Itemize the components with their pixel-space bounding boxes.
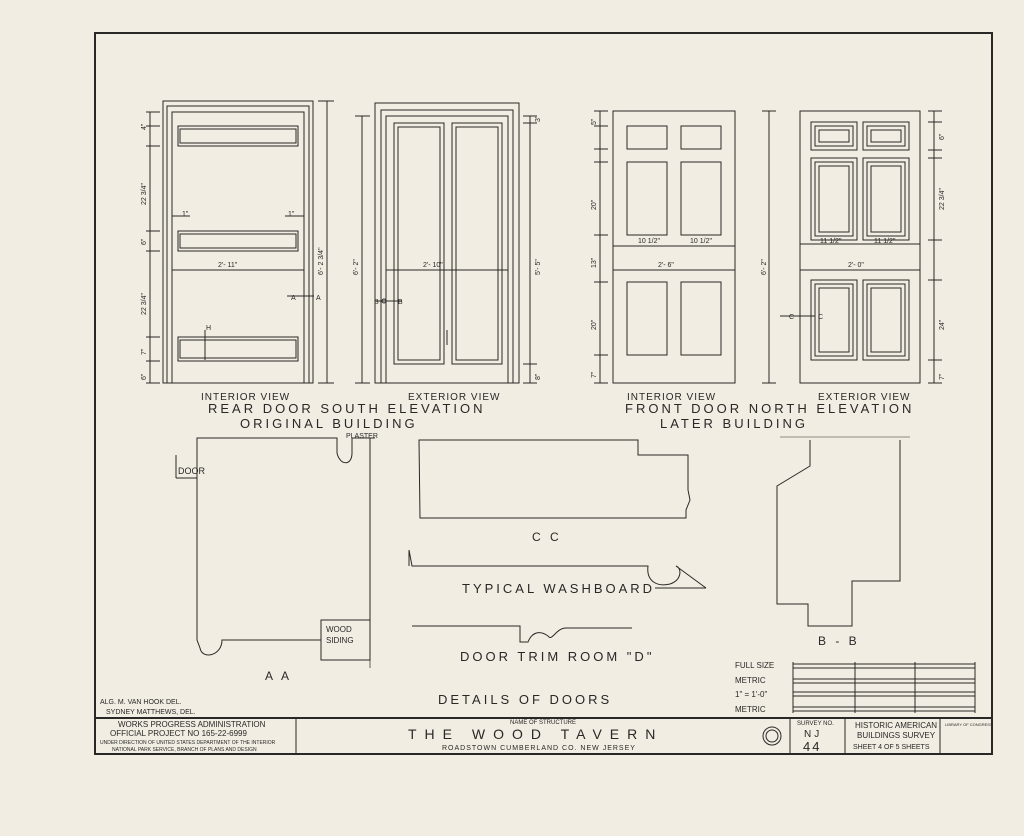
scale-metric-2: METRIC: [735, 705, 766, 714]
dim-rear-7: 7": [141, 348, 148, 355]
dim-stile-2: 1": [288, 211, 295, 218]
scale-one-foot: 1" = 1'-0": [735, 690, 767, 699]
section-mark-c-2: C: [818, 314, 823, 321]
dim-rear-6: 6": [141, 238, 148, 245]
dim-rear-22: 22 3/4": [141, 183, 148, 205]
section-mark-h: H: [206, 325, 211, 332]
title-block: [295, 718, 941, 754]
caption-front-line2: LATER BUILDING: [660, 416, 808, 431]
dim-front-bot: 7": [591, 371, 598, 378]
tb-survey-state: NJ: [804, 729, 822, 740]
dim-width-rear-int: 2'- 11": [218, 262, 238, 269]
typical-washboard-profile: [408, 549, 707, 589]
detail-section-cc: [418, 439, 691, 519]
tb-wpa-line1: WORKS PROGRESS ADMINISTRATION: [118, 720, 266, 729]
tb-survey-label: SURVEY NO.: [797, 721, 834, 727]
dim-panel-11-5: 11 1/2": [820, 238, 842, 245]
detail-section-bb: [776, 436, 910, 627]
label-wood: WOOD: [326, 625, 352, 634]
tb-habs-line2: BUILDINGS SURVEY: [857, 731, 936, 740]
section-mark-b-2: B: [398, 299, 403, 306]
label-door: DOOR: [178, 466, 206, 476]
graphic-scales: [792, 662, 976, 713]
label-details-of-doors: DETAILS OF DOORS: [438, 692, 612, 707]
credit-delineator-1: ALG. M. VAN HOOK DEL.: [100, 699, 182, 706]
dim-front-height: 6'- 2": [761, 259, 768, 275]
label-front-exterior: EXTERIOR VIEW: [818, 392, 910, 403]
caption-rear-line1: REAR DOOR SOUTH ELEVATION: [208, 401, 486, 416]
tb-sheet-number: SHEET 4 OF 5 SHEETS: [853, 744, 930, 751]
dim-front-20b: 20": [591, 319, 598, 330]
tb-name-label: NAME OF STRUCTURE: [510, 720, 576, 726]
dim-front-top: 5": [591, 118, 598, 125]
label-siding: SIDING: [326, 636, 354, 645]
label-door-trim: DOOR TRIM ROOM "D": [460, 649, 654, 664]
dim-rear-ext-height: 6'- 2": [353, 259, 360, 275]
tb-library: LIBRARY OF CONGRESS: [945, 722, 993, 727]
dim-width-rear-ext: 2'- 10": [423, 262, 443, 269]
tb-habs-line1: HISTORIC AMERICAN: [855, 721, 937, 730]
credit-delineator-2: SYDNEY MATTHEWS, DEL.: [106, 709, 196, 716]
label-section-aa: A A: [265, 669, 292, 683]
dim-rear-ext-bot: 8": [535, 373, 542, 380]
tb-wpa-line3: UNDER DIRECTION OF UNITED STATES DEPARTM…: [100, 740, 276, 746]
caption-rear-line2: ORIGINAL BUILDING: [240, 416, 418, 431]
dim-front-ext-24: 24": [939, 319, 946, 330]
door-trim-profile: [412, 625, 632, 643]
outer-border: [94, 32, 993, 755]
scale-full-size: FULL SIZE: [735, 661, 774, 670]
section-mark-b-1: B: [374, 299, 379, 306]
dim-rear-25: 22 3/4": [141, 293, 148, 315]
dim-panel-10-5: 10 1/2": [638, 238, 660, 245]
dim-rear-ext-5-5: 5'- 5": [535, 259, 542, 275]
tb-wpa-line4: NATIONAL PARK SERVICE, BRANCH OF PLANS A…: [112, 747, 257, 753]
tb-structure-name: THE WOOD TAVERN: [408, 726, 663, 742]
dim-rear-height: 6'- 2 3/4": [318, 247, 325, 275]
dim-front-ext-22: 22 3/4": [939, 188, 946, 210]
dim-front-20: 20": [591, 199, 598, 210]
rear-door-exterior-elevation: [355, 102, 537, 384]
tb-survey-number: 44: [803, 739, 821, 754]
dim-front-13: 13": [591, 257, 598, 268]
dim-width-front-int: 2'- 6": [658, 262, 674, 269]
dim-rear-bot: 6": [141, 373, 148, 380]
label-typical-washboard: TYPICAL WASHBOARD: [462, 581, 655, 596]
front-door-exterior-elevation: [780, 110, 942, 384]
dim-panel-10-5b: 10 1/2": [690, 238, 712, 245]
section-mark-c-1: C: [789, 314, 794, 321]
dim-panel-11-5b: 11 1/2": [874, 238, 896, 245]
dim-front-ext-6: 6": [939, 133, 946, 140]
section-mark-a-1: A: [291, 295, 296, 302]
scale-metric-1: METRIC: [735, 676, 766, 685]
detail-section-aa: [175, 437, 375, 668]
label-front-interior: INTERIOR VIEW: [627, 392, 716, 403]
label-rear-exterior: EXTERIOR VIEW: [408, 392, 500, 403]
tb-wpa-line2: OFFICIAL PROJECT NO 165-22-6999: [110, 729, 247, 738]
rear-door-interior-elevation: [146, 100, 334, 384]
tb-location: ROADSTOWN CUMBERLAND CO. NEW JERSEY: [442, 745, 636, 752]
label-rear-interior: INTERIOR VIEW: [201, 392, 290, 403]
label-section-cc: C C: [532, 530, 562, 544]
dim-width-front-ext: 2'- 0": [848, 262, 864, 269]
dim-rear-ext-top: 3": [535, 115, 542, 122]
front-door-interior-elevation: [594, 110, 776, 384]
dim-stile-1: 1": [182, 211, 189, 218]
label-plaster: PLASTER: [346, 433, 378, 440]
dim-rear-top: 4": [141, 123, 148, 130]
caption-front-line1: FRONT DOOR NORTH ELEVATION: [625, 401, 914, 416]
label-section-bb: B - B: [818, 634, 860, 648]
section-mark-a-2: A: [316, 295, 321, 302]
dim-front-ext-bot: 7": [939, 373, 946, 380]
